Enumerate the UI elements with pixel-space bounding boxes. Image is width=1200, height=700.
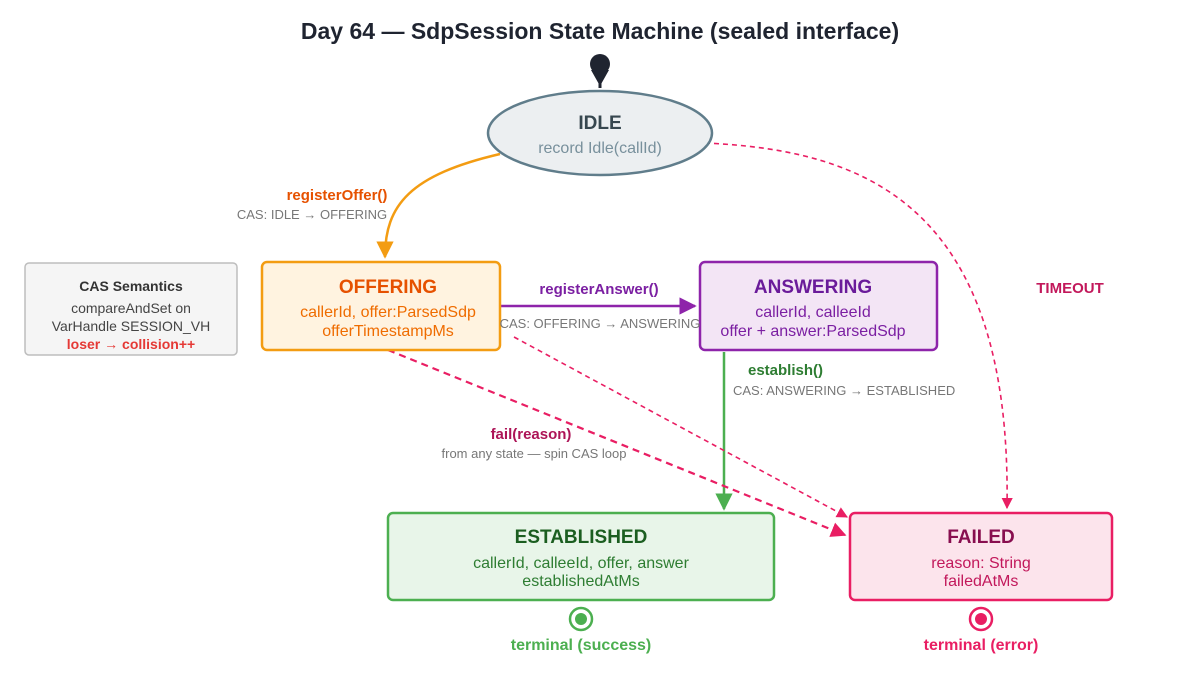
cas-note-line-2: VarHandle SESSION_VH <box>52 318 210 334</box>
state-offering-field-1: callerId, offer:ParsedSdp <box>300 304 476 321</box>
state-idle: IDLE record Idle(callId) <box>486 89 714 177</box>
cas-note-title: CAS Semantics <box>79 278 183 294</box>
establish-cas: CAS: ANSWERING → ESTABLISHED <box>733 383 955 398</box>
terminal-error-label: terminal (error) <box>924 637 1039 654</box>
cas-semantics-note: CAS Semantics compareAndSet on VarHandle… <box>24 262 238 356</box>
diagram-title: Day 64 — SdpSession State Machine (seale… <box>301 18 899 44</box>
state-answering-field-2: offer + answer:ParsedSdp <box>720 323 905 340</box>
state-failed-field-1: reason: String <box>931 555 1031 572</box>
establish-label: establish() <box>748 362 823 379</box>
state-failed-name: FAILED <box>947 527 1015 548</box>
edge-timeout <box>704 142 1013 510</box>
state-answering-field-1: callerId, calleeId <box>755 304 871 321</box>
fail-label: fail(reason) <box>491 426 572 443</box>
state-offering-field-2: offerTimestampMs <box>322 323 454 340</box>
edge-register-offer <box>376 152 501 259</box>
state-idle-record: record Idle(callId) <box>538 140 662 157</box>
state-established: ESTABLISHED callerId, calleeId, offer, a… <box>386 511 776 602</box>
state-offering: OFFERING callerId, offer:ParsedSdp offer… <box>260 260 502 352</box>
state-answering-name: ANSWERING <box>754 277 872 298</box>
initial-state-marker <box>590 54 610 88</box>
state-established-field-1: callerId, calleeId, offer, answer <box>473 555 689 572</box>
register-answer-cas: CAS: OFFERING → ANSWERING <box>500 316 701 331</box>
state-offering-name: OFFERING <box>339 277 437 298</box>
terminal-success-icon <box>568 606 594 632</box>
state-idle-name: IDLE <box>578 113 621 134</box>
timeout-label: TIMEOUT <box>1036 280 1104 297</box>
register-answer-label: registerAnswer() <box>539 281 658 298</box>
register-offer-label: registerOffer() <box>287 187 388 204</box>
fail-note: from any state — spin CAS loop <box>442 446 627 461</box>
terminal-success-label: terminal (success) <box>511 637 652 654</box>
cas-note-alert: loser → collision++ <box>67 336 195 352</box>
state-failed-field-2: failedAtMs <box>944 573 1019 590</box>
state-established-field-2: establishedAtMs <box>522 573 639 590</box>
cas-note-line-1: compareAndSet on <box>71 300 191 316</box>
state-failed: FAILED reason: String failedAtMs <box>848 511 1114 602</box>
edge-fail <box>387 348 847 537</box>
edge-offering-to-failed <box>513 336 848 518</box>
state-established-name: ESTABLISHED <box>515 527 648 548</box>
terminal-error-icon <box>968 606 994 632</box>
register-offer-cas: CAS: IDLE → OFFERING <box>237 207 387 222</box>
state-answering: ANSWERING callerId, calleeId offer + ans… <box>698 260 939 352</box>
